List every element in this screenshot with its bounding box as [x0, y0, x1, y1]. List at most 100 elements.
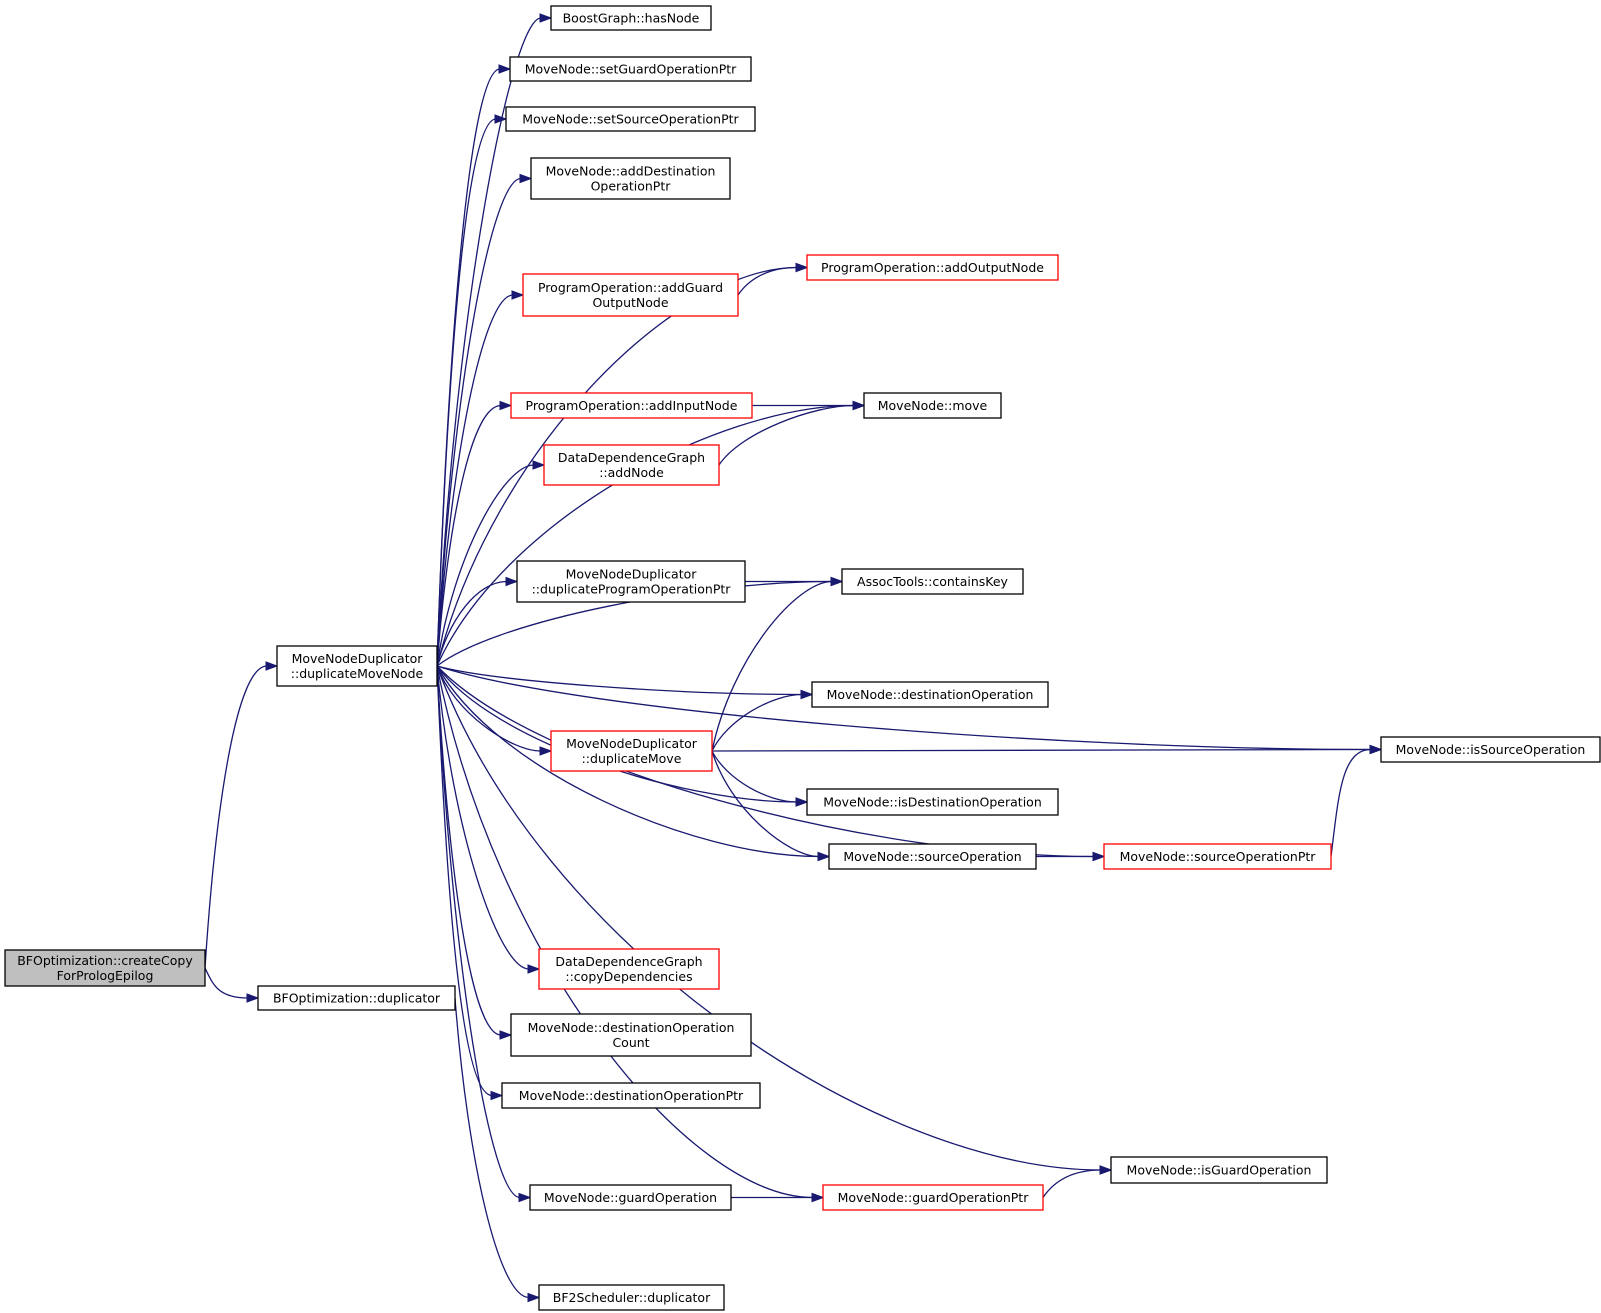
node-box[interactable] [516, 560, 746, 603]
node-contains-key[interactable]: AssocTools::containsKey [841, 568, 1024, 595]
edge-guard_op_ptr-to-is_guard_op [1042, 1165, 1113, 1198]
node-set-source-op[interactable]: MoveNode::setSourceOperationPtr [505, 106, 756, 132]
node-is-guard-op[interactable]: MoveNode::isGuardOperation [1110, 1156, 1328, 1184]
node-copy-deps[interactable]: DataDependenceGraph::copyDependencies [538, 948, 720, 990]
node-label: MoveNode::isSourceOperation [1396, 742, 1586, 757]
node-label: MoveNode::setGuardOperationPtr [525, 62, 737, 77]
node-label: ::duplicateMove [582, 751, 682, 766]
edge-dup_move_node-to-move [436, 400, 866, 667]
node-box[interactable] [841, 568, 1024, 595]
edge-dup_move-to-is_dest_op [711, 750, 809, 807]
edge-dup_move_node-to-add_dest_op [436, 173, 533, 667]
node-box[interactable] [550, 730, 713, 772]
node-label: ::duplicateProgramOperationPtr [532, 582, 732, 597]
node-label: MoveNode::sourceOperationPtr [1120, 849, 1317, 864]
node-label: DataDependenceGraph [555, 954, 702, 969]
node-box[interactable] [1110, 1156, 1328, 1184]
edge-create_copy-to-bf_duplicator [204, 967, 260, 1003]
node-label: MoveNode::isGuardOperation [1127, 1163, 1312, 1178]
node-box[interactable] [806, 788, 1059, 816]
node-label: ::duplicateMoveNode [291, 666, 424, 681]
node-box[interactable] [510, 1013, 752, 1057]
node-box[interactable] [828, 843, 1037, 870]
node-label: MoveNodeDuplicator [292, 651, 424, 666]
node-source-operation[interactable]: MoveNode::sourceOperation [828, 843, 1037, 870]
node-box[interactable] [276, 645, 438, 687]
node-box[interactable] [529, 1184, 732, 1211]
node-guard-op-ptr[interactable]: MoveNode::guardOperationPtr [822, 1184, 1044, 1211]
node-set-guard-op[interactable]: MoveNode::setGuardOperationPtr [509, 56, 752, 82]
edge-dup_move_node-to-add_guard_output [436, 290, 525, 667]
node-box[interactable] [543, 444, 720, 486]
edge-add_guard_output-to-add_output_node [737, 262, 809, 296]
node-label: MoveNodeDuplicator [566, 567, 698, 582]
node-label: BF2Scheduler::duplicator [553, 1290, 711, 1305]
node-box[interactable] [1103, 843, 1332, 870]
node-add-input-node[interactable]: ProgramOperation::addInputNode [510, 392, 753, 419]
node-box[interactable] [550, 5, 712, 31]
node-label: MoveNodeDuplicator [566, 736, 698, 751]
node-create-copy[interactable]: BFOptimization::createCopyForPrologEpilo… [4, 949, 206, 987]
edge-dup_move_node-to-has_node [436, 13, 553, 667]
node-box[interactable] [509, 56, 752, 82]
edge-dup_move_node-to-copy_deps [436, 665, 541, 974]
edge-dup_move_node-to-dest_operation [436, 665, 814, 700]
node-box[interactable] [538, 1284, 725, 1311]
node-bf2-duplicator[interactable]: BF2Scheduler::duplicator [538, 1284, 725, 1311]
node-label: BoostGraph::hasNode [563, 11, 700, 26]
edge-dup_move_node-to-dup_move [436, 665, 553, 756]
edge-dup_move_node-to-guard_operation [436, 665, 532, 1203]
node-box[interactable] [505, 106, 756, 132]
node-label: MoveNode::setSourceOperationPtr [522, 112, 739, 127]
node-box[interactable] [257, 985, 456, 1011]
edge-create_copy-to-dup_move_node [204, 661, 279, 969]
node-label: Count [612, 1035, 649, 1050]
node-has-node[interactable]: BoostGraph::hasNode [550, 5, 712, 31]
edge-bf_duplicator-to-bf2_duplicator [454, 997, 541, 1303]
node-box[interactable] [863, 392, 1002, 419]
node-guard-operation[interactable]: MoveNode::guardOperation [529, 1184, 732, 1211]
node-label: MoveNode::destinationOperation [528, 1020, 735, 1035]
edge-ddg_add_node-to-move [718, 400, 866, 466]
edge-dup_move-to-source_operation [711, 750, 831, 862]
edge-dup_move_node-to-set_source_op [436, 114, 508, 667]
node-box[interactable] [501, 1082, 761, 1109]
node-dest-operation[interactable]: MoveNode::destinationOperation [811, 681, 1049, 708]
node-label: MoveNode::addDestination [546, 164, 716, 179]
node-label: MoveNode::destinationOperationPtr [519, 1088, 744, 1103]
node-label: DataDependenceGraph [558, 450, 705, 465]
node-box[interactable] [811, 681, 1049, 708]
node-label: MoveNode::move [878, 398, 988, 413]
node-add-output-node[interactable]: ProgramOperation::addOutputNode [806, 254, 1059, 281]
node-label: MoveNode::guardOperation [544, 1190, 717, 1205]
node-box[interactable] [530, 157, 731, 200]
node-label: BFOptimization::duplicator [273, 991, 441, 1006]
node-box[interactable] [822, 1184, 1044, 1211]
node-box[interactable] [806, 254, 1059, 281]
node-box[interactable] [510, 392, 753, 419]
node-box[interactable] [1380, 736, 1601, 763]
node-is-source-op[interactable]: MoveNode::isSourceOperation [1380, 736, 1601, 763]
node-dup-move-node[interactable]: MoveNodeDuplicator::duplicateMoveNode [276, 645, 438, 687]
node-label: BFOptimization::createCopy [17, 953, 193, 968]
edge-dup_move-to-dest_operation [711, 689, 814, 752]
node-dup-prog-op[interactable]: MoveNodeDuplicator::duplicateProgramOper… [516, 560, 746, 603]
node-bf-duplicator[interactable]: BFOptimization::duplicator [257, 985, 456, 1011]
node-box[interactable] [538, 948, 720, 990]
node-dup-move[interactable]: MoveNodeDuplicator::duplicateMove [550, 730, 713, 772]
node-source-op-ptr[interactable]: MoveNode::sourceOperationPtr [1103, 843, 1332, 870]
node-label: ProgramOperation::addGuard [538, 280, 723, 295]
node-ddg-add-node[interactable]: DataDependenceGraph::addNode [543, 444, 720, 486]
node-box[interactable] [4, 949, 206, 987]
node-label: AssocTools::containsKey [857, 574, 1008, 589]
node-move[interactable]: MoveNode::move [863, 392, 1002, 419]
node-box[interactable] [522, 273, 739, 317]
node-is-dest-op[interactable]: MoveNode::isDestinationOperation [806, 788, 1059, 816]
node-label: OutputNode [592, 295, 668, 310]
node-dest-op-ptr[interactable]: MoveNode::destinationOperationPtr [501, 1082, 761, 1109]
edge-dup_move_node-to-dup_prog_op [436, 576, 519, 667]
